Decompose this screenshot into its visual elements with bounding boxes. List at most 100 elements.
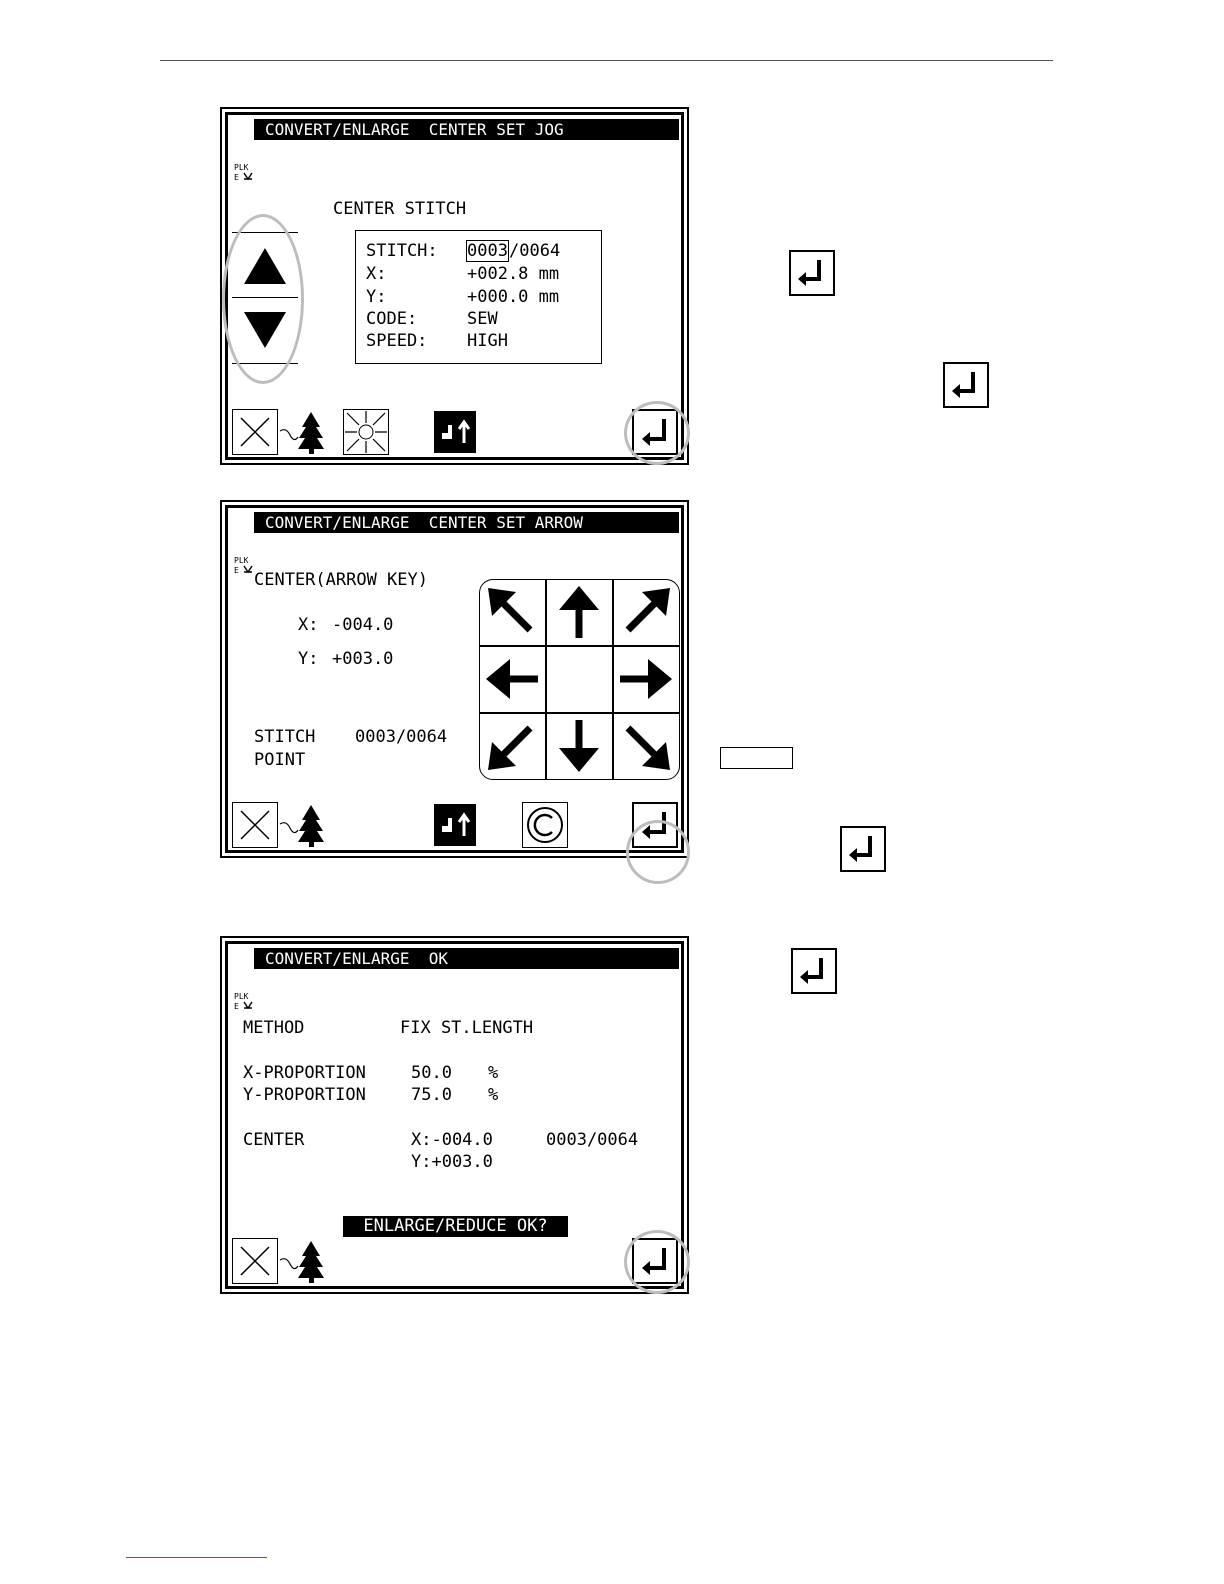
arrow-keypad <box>479 579 680 780</box>
arrow-up-left-icon <box>488 588 533 633</box>
arrow-right-button[interactable] <box>613 646 680 713</box>
page-header-rule <box>160 60 1053 61</box>
stitch-current-field[interactable]: 0003 <box>466 240 509 262</box>
arrow-center-blank <box>546 646 613 713</box>
enter-key-illustration-2 <box>943 362 989 408</box>
arrow-up-button[interactable] <box>546 579 613 646</box>
y-proportion-label: Y-PROPORTION <box>243 1085 366 1105</box>
enter-icon <box>798 260 821 286</box>
method-value: FIX ST.LENGTH <box>400 1018 534 1038</box>
y-label: Y: <box>366 287 387 307</box>
arrow-down-button[interactable] <box>546 713 613 780</box>
tree-view-button[interactable] <box>278 409 324 455</box>
enter-icon <box>642 419 666 446</box>
enter-button[interactable] <box>632 802 678 848</box>
cancel-button[interactable] <box>232 1238 278 1284</box>
x-proportion-value: 50.0 <box>411 1063 452 1083</box>
jog-up-button[interactable] <box>232 232 298 298</box>
y-proportion-value: 75.0 <box>411 1085 452 1105</box>
svg-text:PLK: PLK <box>234 556 249 565</box>
close-icon <box>240 810 270 840</box>
center-stitch-value: 0003/0064 <box>546 1130 639 1150</box>
confirm-message: ENLARGE/REDUCE OK? <box>343 1216 568 1237</box>
svg-text:E: E <box>234 1002 239 1011</box>
enter-button[interactable] <box>632 1238 678 1284</box>
center-set-button[interactable] <box>343 409 389 455</box>
enter-button[interactable] <box>632 409 678 455</box>
tree-icon <box>279 412 324 454</box>
arrow-right-icon <box>620 659 672 699</box>
jog-down-button[interactable] <box>232 298 298 364</box>
svg-text:E: E <box>234 566 239 575</box>
needle-up-button[interactable] <box>434 804 476 846</box>
tree-icon <box>279 805 324 847</box>
arrow-up-right-icon <box>625 588 670 633</box>
enter-key-illustration-1 <box>789 250 835 296</box>
x-label: X: <box>298 615 319 635</box>
code-value: SEW <box>467 309 498 329</box>
stitch-label: STITCH: <box>366 241 438 261</box>
y-value: +003.0 <box>332 649 394 669</box>
needle-up-icon <box>442 812 471 836</box>
arrow-up-right-button[interactable] <box>613 579 680 646</box>
center-x-value: X:-004.0 <box>411 1130 493 1150</box>
center-label: CENTER <box>243 1130 305 1150</box>
arrow-up-left-button[interactable] <box>479 579 546 646</box>
cancel-button[interactable] <box>232 409 278 455</box>
tree-view-button[interactable] <box>278 1238 324 1284</box>
needle-up-icon <box>442 419 471 443</box>
stitch-info-box: STITCH: 0003 /0064 X: +002.8 mm Y: +000.… <box>355 230 602 364</box>
svg-text:PLK: PLK <box>234 992 249 1001</box>
plk-logo-icon: PLK E <box>232 948 254 1011</box>
screen-title: CONVERT/ENLARGE CENTER SET ARROW <box>265 513 583 532</box>
plk-logo-icon: PLK E <box>232 512 254 575</box>
arrow-down-right-button[interactable] <box>613 713 680 780</box>
arrow-down-right-icon <box>625 725 670 770</box>
arrow-down-left-button[interactable] <box>479 713 546 780</box>
cancel-button[interactable] <box>232 802 278 848</box>
arrow-left-icon <box>486 659 538 699</box>
x-proportion-label: X-PROPORTION <box>243 1063 366 1083</box>
close-icon <box>240 417 270 447</box>
x-label: X: <box>366 264 387 284</box>
key-label-box <box>720 747 793 769</box>
speed-label: SPEED: <box>366 331 428 351</box>
enter-key-illustration-3 <box>840 826 886 872</box>
needle-up-button[interactable] <box>434 411 476 453</box>
title-bar: PLK E CONVERT/ENLARGE CENTER SET ARROW <box>232 512 679 575</box>
title-bar: PLK E CONVERT/ENLARGE OK <box>232 948 679 1011</box>
clear-button[interactable] <box>522 802 568 848</box>
code-label: CODE: <box>366 309 418 329</box>
method-label: METHOD <box>243 1018 305 1038</box>
speed-value: HIGH <box>467 331 508 351</box>
x-value: +002.8 mm <box>467 264 560 284</box>
arrow-left-button[interactable] <box>479 646 546 713</box>
enter-icon <box>849 836 872 862</box>
down-triangle-icon <box>232 312 298 364</box>
center-arrow-heading: CENTER(ARROW KEY) <box>254 570 428 590</box>
center-y-value: Y:+003.0 <box>411 1152 493 1172</box>
close-icon <box>240 1246 270 1276</box>
screen-center-set-arrow: PLK E CONVERT/ENLARGE CENTER SET ARROW C… <box>220 500 690 884</box>
title-bar: PLK E CONVERT/ENLARGE CENTER SET JOG <box>232 119 679 182</box>
up-triangle-icon <box>232 232 298 298</box>
enter-icon <box>642 1248 666 1275</box>
y-label: Y: <box>298 649 319 669</box>
stitch-value: 0003/0064 <box>355 727 448 747</box>
tree-view-button[interactable] <box>278 802 324 848</box>
footer-link-underline <box>126 1557 267 1558</box>
arrow-down-icon <box>559 720 599 772</box>
enter-icon <box>952 372 975 398</box>
arrow-down-left-icon <box>488 725 533 770</box>
x-value: -004.0 <box>332 615 394 635</box>
stitch-label: STITCH <box>254 727 316 747</box>
y-value: +000.0 mm <box>467 287 560 307</box>
x-proportion-unit: % <box>488 1063 499 1083</box>
enter-icon <box>800 958 823 984</box>
copyright-clear-icon <box>522 802 568 848</box>
tree-icon <box>279 1241 324 1283</box>
arrow-up-icon <box>559 586 599 638</box>
y-proportion-unit: % <box>488 1085 499 1105</box>
center-converge-icon <box>343 409 389 455</box>
enter-icon <box>642 812 666 839</box>
